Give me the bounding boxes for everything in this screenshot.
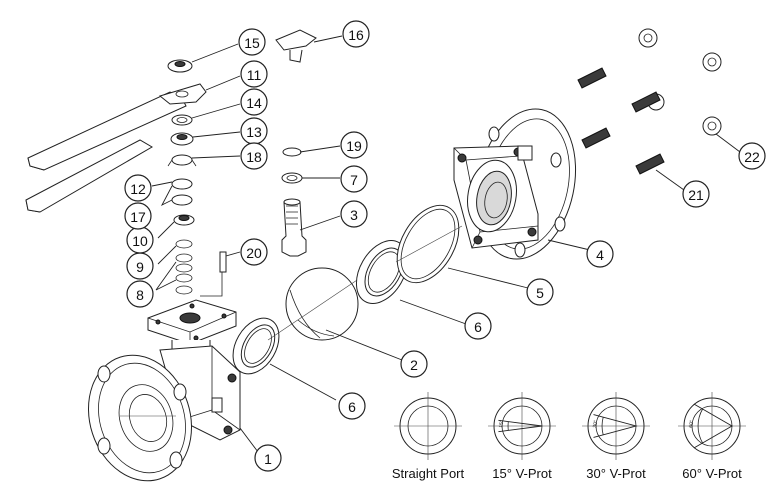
nut-13-part (171, 133, 193, 145)
tab-washer-part (168, 155, 196, 166)
callout-7: 7 (341, 166, 367, 192)
callout-number: 6 (348, 399, 356, 415)
callout-9: 9 (127, 253, 153, 279)
port-caption: Straight Port (392, 466, 465, 481)
gland-part (174, 215, 194, 225)
pin-guide (200, 272, 222, 296)
callout-2: 2 (401, 351, 427, 377)
key-clip-part (276, 30, 316, 62)
port-type-1: 15°15° V-Prot (488, 392, 556, 481)
callout-20: 20 (241, 239, 267, 265)
callout-16: 16 (343, 21, 369, 47)
washer-14-part (172, 115, 192, 125)
callout-4: 4 (587, 241, 613, 267)
callout-11: 11 (241, 61, 267, 87)
callout-number: 2 (410, 357, 418, 373)
top-nut-part (168, 60, 192, 72)
disc-springs-part (172, 179, 192, 205)
callout-number: 3 (350, 207, 358, 223)
valve-body-part (73, 300, 240, 494)
callout-number: 18 (246, 149, 262, 165)
callout-number: 1 (264, 451, 272, 467)
callout-14: 14 (241, 89, 267, 115)
callout-6a: 6 (339, 393, 365, 419)
callout-number: 20 (246, 245, 262, 261)
callout-number: 21 (688, 187, 704, 203)
port-caption: 30° V-Prot (586, 466, 646, 481)
callout-number: 13 (246, 124, 262, 140)
callout-6b: 6 (465, 313, 491, 339)
callout-number: 7 (350, 172, 358, 188)
stem-oring-part (283, 148, 301, 156)
stop-plate-part (160, 84, 206, 104)
callout-number: 22 (744, 149, 760, 165)
port-type-2: 30°30° V-Prot (582, 392, 650, 481)
port-caption: 15° V-Prot (492, 466, 552, 481)
stop-pin-part (220, 252, 226, 272)
thrust-washer-part (282, 173, 302, 183)
callout-10: 10 (127, 227, 153, 253)
callout-number: 11 (247, 67, 262, 83)
end-cap-part (454, 100, 589, 269)
port-type-3: 60°60° V-Prot (678, 392, 746, 481)
callout-number: 9 (136, 259, 144, 275)
flange-studs-part (578, 68, 664, 174)
callout-8: 8 (127, 281, 153, 307)
callout-number: 15 (244, 35, 260, 51)
callout-number: 6 (474, 319, 482, 335)
packing-rings-part (176, 240, 192, 294)
callout-17: 17 (125, 203, 151, 229)
callout-21: 21 (683, 181, 709, 207)
callout-1: 1 (255, 445, 281, 471)
callout-number: 12 (130, 181, 146, 197)
callout-12: 12 (125, 175, 151, 201)
port-caption: 60° V-Prot (682, 466, 742, 481)
callout-19: 19 (341, 132, 367, 158)
callout-3: 3 (341, 201, 367, 227)
callout-22: 22 (739, 143, 765, 169)
callout-5: 5 (527, 279, 553, 305)
callout-15: 15 (239, 29, 265, 55)
port-type-0: Straight Port (392, 392, 465, 481)
port-types-row: Straight Port 15°15° V-Prot 30°30° V-Prot 6… (392, 392, 746, 481)
callout-number: 8 (136, 287, 144, 303)
callout-number: 10 (132, 233, 148, 249)
callout-number: 16 (348, 27, 364, 43)
callout-number: 5 (536, 285, 544, 301)
flange-nuts-part (639, 29, 721, 135)
callout-18: 18 (241, 143, 267, 169)
callout-13: 13 (241, 118, 267, 144)
stem-part (282, 199, 306, 256)
callout-number: 4 (596, 247, 604, 263)
callout-number: 17 (130, 209, 146, 225)
callout-number: 19 (346, 138, 362, 154)
handle-lever-part (26, 92, 186, 212)
callout-number: 14 (246, 95, 262, 111)
